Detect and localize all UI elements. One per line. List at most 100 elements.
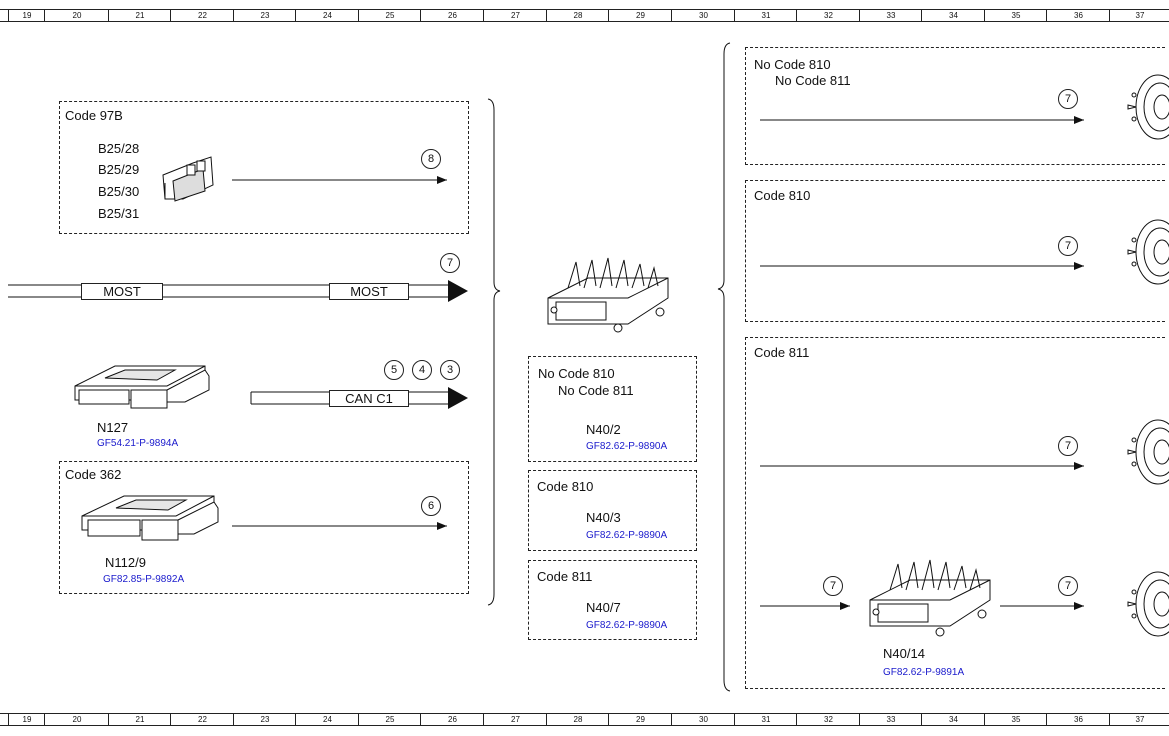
- ruler-cell: 33: [859, 9, 922, 21]
- badge-can-5: 5: [384, 360, 404, 380]
- ruler-cell: 25: [358, 713, 421, 725]
- badge-can-3: 3: [440, 360, 460, 380]
- badge-right-4a: 7: [823, 576, 843, 596]
- code-362-title: Code 362: [65, 467, 122, 482]
- code-97b-title: Code 97B: [65, 108, 123, 123]
- badge-right-3: 7: [1058, 436, 1078, 456]
- amplifier-center: [547, 257, 669, 333]
- ruler-cell: 24: [295, 9, 359, 21]
- n112-9-ref[interactable]: GF82.85-P-9892A: [103, 574, 185, 585]
- sensor-label-2: B25/29: [98, 162, 140, 177]
- n40-2-ref[interactable]: GF82.62-P-9890A: [586, 441, 668, 452]
- n40-2-label: N40/2: [586, 422, 621, 437]
- ruler-cell: 27: [483, 9, 547, 21]
- left-brace: [487, 98, 501, 606]
- right-box-no-code: [745, 47, 1165, 165]
- ruler-cell: 30: [671, 9, 735, 21]
- most-label-b: MOST: [329, 283, 409, 300]
- badge-can-4: 4: [412, 360, 432, 380]
- speaker-3: [1127, 419, 1169, 485]
- ruler-cell: 21: [108, 713, 171, 725]
- ruler-cell: 36: [1046, 9, 1110, 21]
- ruler-cell: 31: [734, 713, 797, 725]
- n40-3-ref[interactable]: GF82.62-P-9890A: [586, 530, 668, 541]
- ruler-cell: 28: [546, 9, 609, 21]
- badge-most-7: 7: [440, 253, 460, 273]
- code-362-box: [59, 461, 469, 594]
- right-box1-line2: No Code 811: [775, 73, 851, 88]
- n40-14-ref[interactable]: GF82.62-P-9891A: [883, 667, 965, 678]
- ruler-cell: 23: [233, 713, 296, 725]
- center-box1-line1: No Code 810: [538, 366, 615, 381]
- ruler-cell: 24: [295, 713, 359, 725]
- n40-7-label: N40/7: [586, 600, 621, 615]
- ruler-cell: 34: [921, 713, 985, 725]
- badge-right-2: 7: [1058, 236, 1078, 256]
- ruler-cell: 35: [984, 713, 1047, 725]
- sensor-label-1: B25/28: [98, 141, 140, 156]
- badge-8: 8: [421, 149, 441, 169]
- ruler-cell: 27: [483, 713, 547, 725]
- ruler-cell: 22: [170, 9, 234, 21]
- ruler-cell: 28: [546, 713, 609, 725]
- ruler-cell: 20: [44, 713, 109, 725]
- n127-label: N127: [97, 420, 129, 435]
- right-brace: [717, 42, 731, 692]
- ruler-cell: 21: [108, 9, 171, 21]
- center-box-n40-3: [528, 470, 697, 551]
- sensor-label-4: B25/31: [98, 206, 140, 221]
- sensor-component: [162, 156, 214, 202]
- control-unit-n112-9: [81, 495, 219, 541]
- ruler-cell: 32: [796, 9, 860, 21]
- control-unit-n127: [74, 365, 210, 409]
- right-box-code-811: [745, 337, 1165, 689]
- ruler-cell: 37: [1109, 9, 1169, 21]
- code-97b-box: [59, 101, 469, 234]
- ruler-cell: 33: [859, 713, 922, 725]
- ruler-cell: 25: [358, 9, 421, 21]
- ruler-cell: 29: [608, 9, 672, 21]
- ruler-cell: 34: [921, 9, 985, 21]
- ruler-cell: 31: [734, 9, 797, 21]
- ruler-cell: 19: [8, 9, 45, 21]
- badge-right-4b: 7: [1058, 576, 1078, 596]
- ruler-cell: 26: [420, 9, 484, 21]
- can-label: CAN C1: [329, 390, 409, 407]
- center-box3-title: Code 811: [537, 569, 593, 584]
- right-box2-title: Code 810: [754, 188, 811, 203]
- ruler-cell: 29: [608, 713, 672, 725]
- right-box-code-810: [745, 180, 1165, 322]
- ruler-cell: 23: [233, 9, 296, 21]
- center-box2-title: Code 810: [537, 479, 594, 494]
- n40-3-label: N40/3: [586, 510, 621, 525]
- center-box-n40-2: [528, 356, 697, 462]
- ruler-cell: 35: [984, 9, 1047, 21]
- most-label-a: MOST: [81, 283, 163, 300]
- right-box3-title: Code 811: [754, 345, 810, 360]
- ruler-cell: 30: [671, 713, 735, 725]
- n40-7-ref[interactable]: GF82.62-P-9890A: [586, 620, 668, 631]
- ruler-cell: 32: [796, 713, 860, 725]
- ruler-cell: 20: [44, 9, 109, 21]
- center-box-n40-7: [528, 560, 697, 640]
- n127-ref[interactable]: GF54.21-P-9894A: [97, 438, 179, 449]
- n112-9-label: N112/9: [105, 555, 146, 570]
- ruler-cell: 36: [1046, 713, 1110, 725]
- ruler-cell: 26: [420, 713, 484, 725]
- badge-right-1: 7: [1058, 89, 1078, 109]
- speaker-2: [1127, 219, 1169, 285]
- right-box1-line1: No Code 810: [754, 57, 831, 72]
- badge-6: 6: [421, 496, 441, 516]
- center-box1-line2: No Code 811: [558, 383, 634, 398]
- ruler-cell: 22: [170, 713, 234, 725]
- ruler-cell: 19: [8, 713, 45, 725]
- ruler-cell: 37: [1109, 713, 1169, 725]
- speaker-1: [1127, 74, 1169, 140]
- speaker-4: [1127, 571, 1169, 637]
- amplifier-n40-14: [869, 559, 991, 637]
- sensor-label-3: B25/30: [98, 184, 140, 199]
- n40-14-label: N40/14: [883, 646, 925, 661]
